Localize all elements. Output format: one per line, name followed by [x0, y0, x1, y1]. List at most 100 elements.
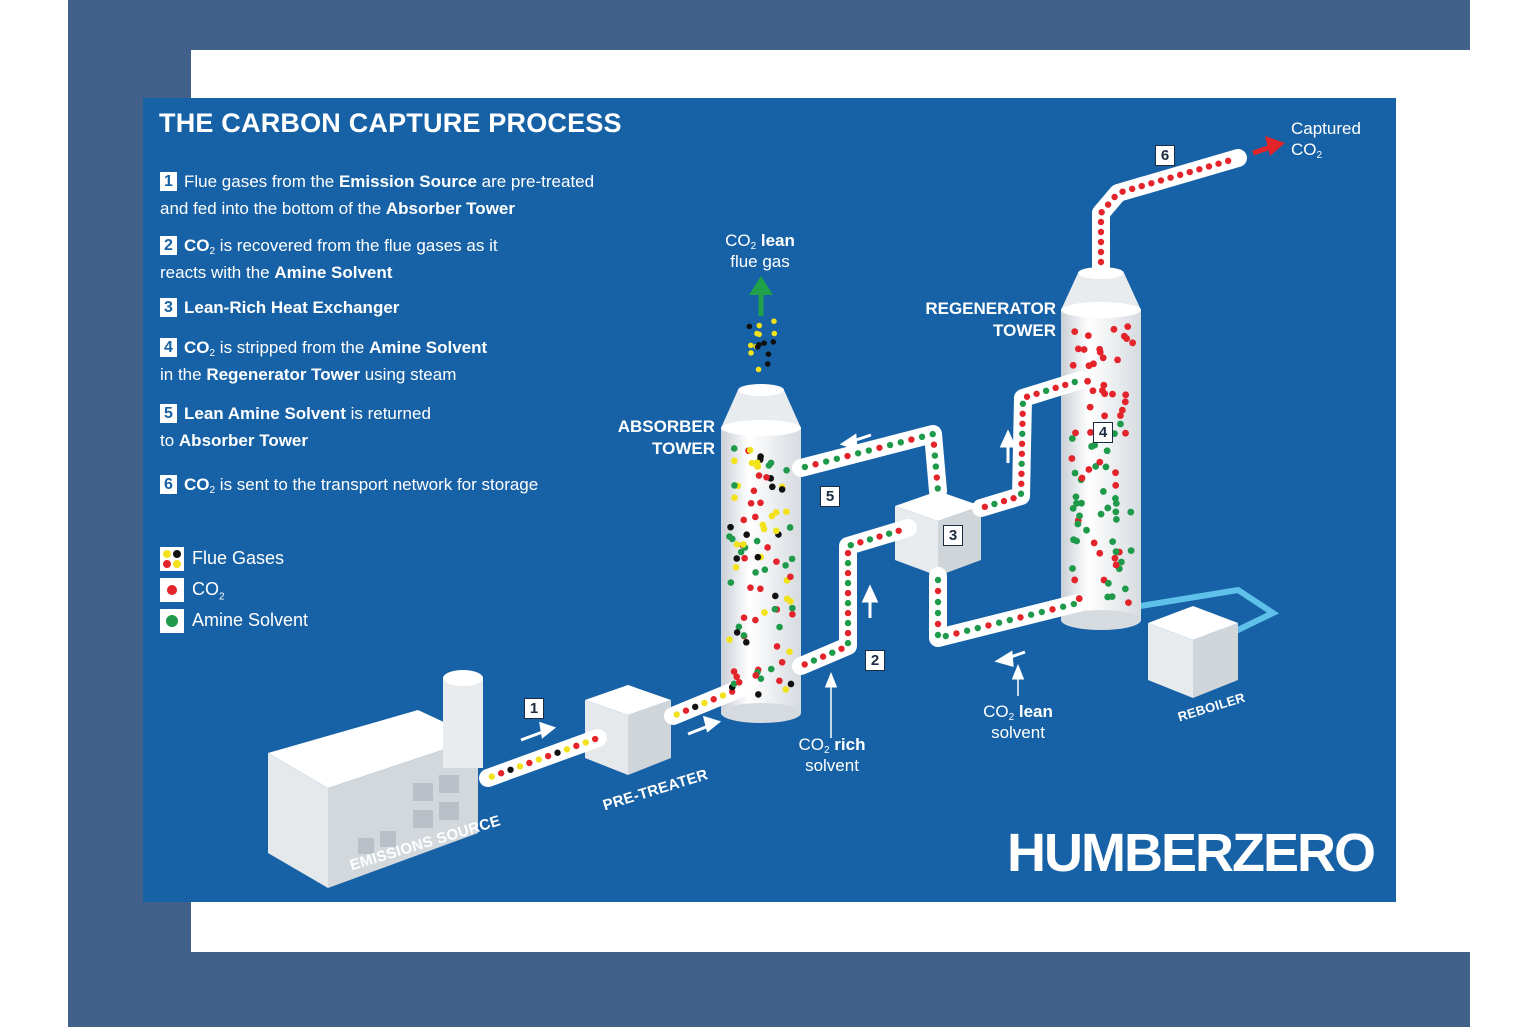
pipe-dot [844, 549, 852, 557]
pipe-dot [854, 450, 862, 457]
pipe-dot [844, 609, 852, 617]
regenerator-dot [1099, 488, 1107, 495]
pipe-dot [822, 458, 830, 465]
absorber-dot [776, 623, 783, 631]
absorber-dot [726, 636, 733, 643]
absorber-dot [789, 611, 796, 618]
step-number: 1 [160, 172, 177, 191]
pipe-absorber-to-exchanger [792, 519, 917, 675]
regenerator-dot [1073, 499, 1080, 507]
pipe-dot [844, 452, 851, 460]
pipe-dot [1027, 611, 1035, 618]
pipe-dot [1097, 228, 1105, 236]
pipe-dot [995, 619, 1003, 626]
absorber-dot [759, 521, 767, 529]
absorber-dot [731, 482, 738, 489]
lean-gas-dot [748, 350, 754, 356]
pipe-dot [710, 696, 717, 703]
regenerator-dot [1068, 435, 1076, 442]
regenerator-dot [1099, 354, 1107, 362]
regenerator-dot [1124, 323, 1132, 331]
pipe-dot [497, 770, 505, 777]
pipe-dot [1042, 387, 1050, 395]
pipe-dot [563, 746, 571, 753]
pipe-dot [1018, 480, 1025, 487]
pipe-dot [934, 598, 942, 606]
pipe-regenerator-to-exchanger [929, 567, 1087, 647]
pipe-dot [1033, 390, 1040, 397]
absorber-dot [772, 592, 779, 600]
lean-gas-dot [754, 344, 761, 350]
absorber-dot [757, 585, 764, 593]
humberzero-logo: HUMBERZERO [1007, 823, 1376, 883]
absorber-dot [729, 535, 736, 543]
pipe-dot [591, 735, 599, 743]
pipe-dot [573, 742, 580, 750]
legend-amine-solvent: Amine Solvent [160, 607, 308, 634]
absorber-dot [741, 554, 748, 562]
absorber-dot [789, 604, 796, 612]
regenerator-dot [1086, 403, 1094, 411]
absorber-dot [740, 632, 748, 639]
pipe-dot [1097, 258, 1105, 266]
pipe-dot [1196, 166, 1203, 173]
regenerator-dot [1084, 377, 1091, 385]
regenerator-dot [1092, 462, 1100, 470]
absorber-dot [732, 563, 740, 571]
process-diagram [268, 136, 1285, 888]
absorber-dot [731, 494, 738, 502]
absorber-dot [769, 483, 776, 491]
absorber-dot [737, 548, 745, 556]
regenerator-dot [1108, 593, 1116, 601]
flue-gases-swatch [160, 547, 184, 572]
pipe-dot [535, 756, 542, 763]
regenerator-dot [1103, 447, 1111, 455]
badge-1: 1 [524, 698, 544, 719]
regenerator-dot [1112, 508, 1120, 516]
pipe-dot [1070, 600, 1078, 608]
flow-arrows [520, 429, 1026, 742]
absorber-dot [733, 555, 741, 562]
pipe-dot [829, 649, 836, 656]
pipe-dot [810, 657, 818, 664]
pipe-dot [488, 773, 495, 780]
pipe-dot [1018, 440, 1026, 447]
regenerator-dot [1109, 538, 1117, 546]
absorber-dot [782, 686, 790, 693]
pipe-dot [844, 599, 852, 607]
pipe-dot [934, 485, 941, 492]
pipe-dot [1019, 420, 1026, 427]
pipe-dot [1119, 188, 1126, 195]
absorber-dot [733, 541, 741, 548]
pipe-dot [1097, 238, 1105, 246]
regenerator-dot [1127, 508, 1135, 516]
lean-gas-dot [755, 366, 762, 373]
co2-swatch [160, 578, 184, 603]
lean-gas-dot [761, 340, 767, 346]
pipe-dot [1019, 400, 1027, 407]
pipe-dot [691, 703, 699, 711]
lean-gas-dot [771, 318, 777, 324]
regenerator-dot [1117, 412, 1124, 419]
absorber-dot [730, 668, 738, 675]
pipe-dot [1224, 157, 1232, 165]
reboiler-cube [1148, 606, 1238, 698]
pipe-dot [876, 533, 883, 540]
pipe-dot [1215, 160, 1222, 167]
lean-gas-dot [765, 351, 772, 357]
regenerator-dot [1121, 585, 1129, 593]
pipe-dot [701, 699, 708, 707]
pipe-dot [1071, 378, 1078, 386]
absorber-dot [787, 680, 795, 688]
lean-gas-dot [770, 339, 777, 345]
pipe-dot [582, 739, 589, 746]
pipe-dot [1097, 248, 1105, 256]
absorber-dot [763, 473, 770, 481]
